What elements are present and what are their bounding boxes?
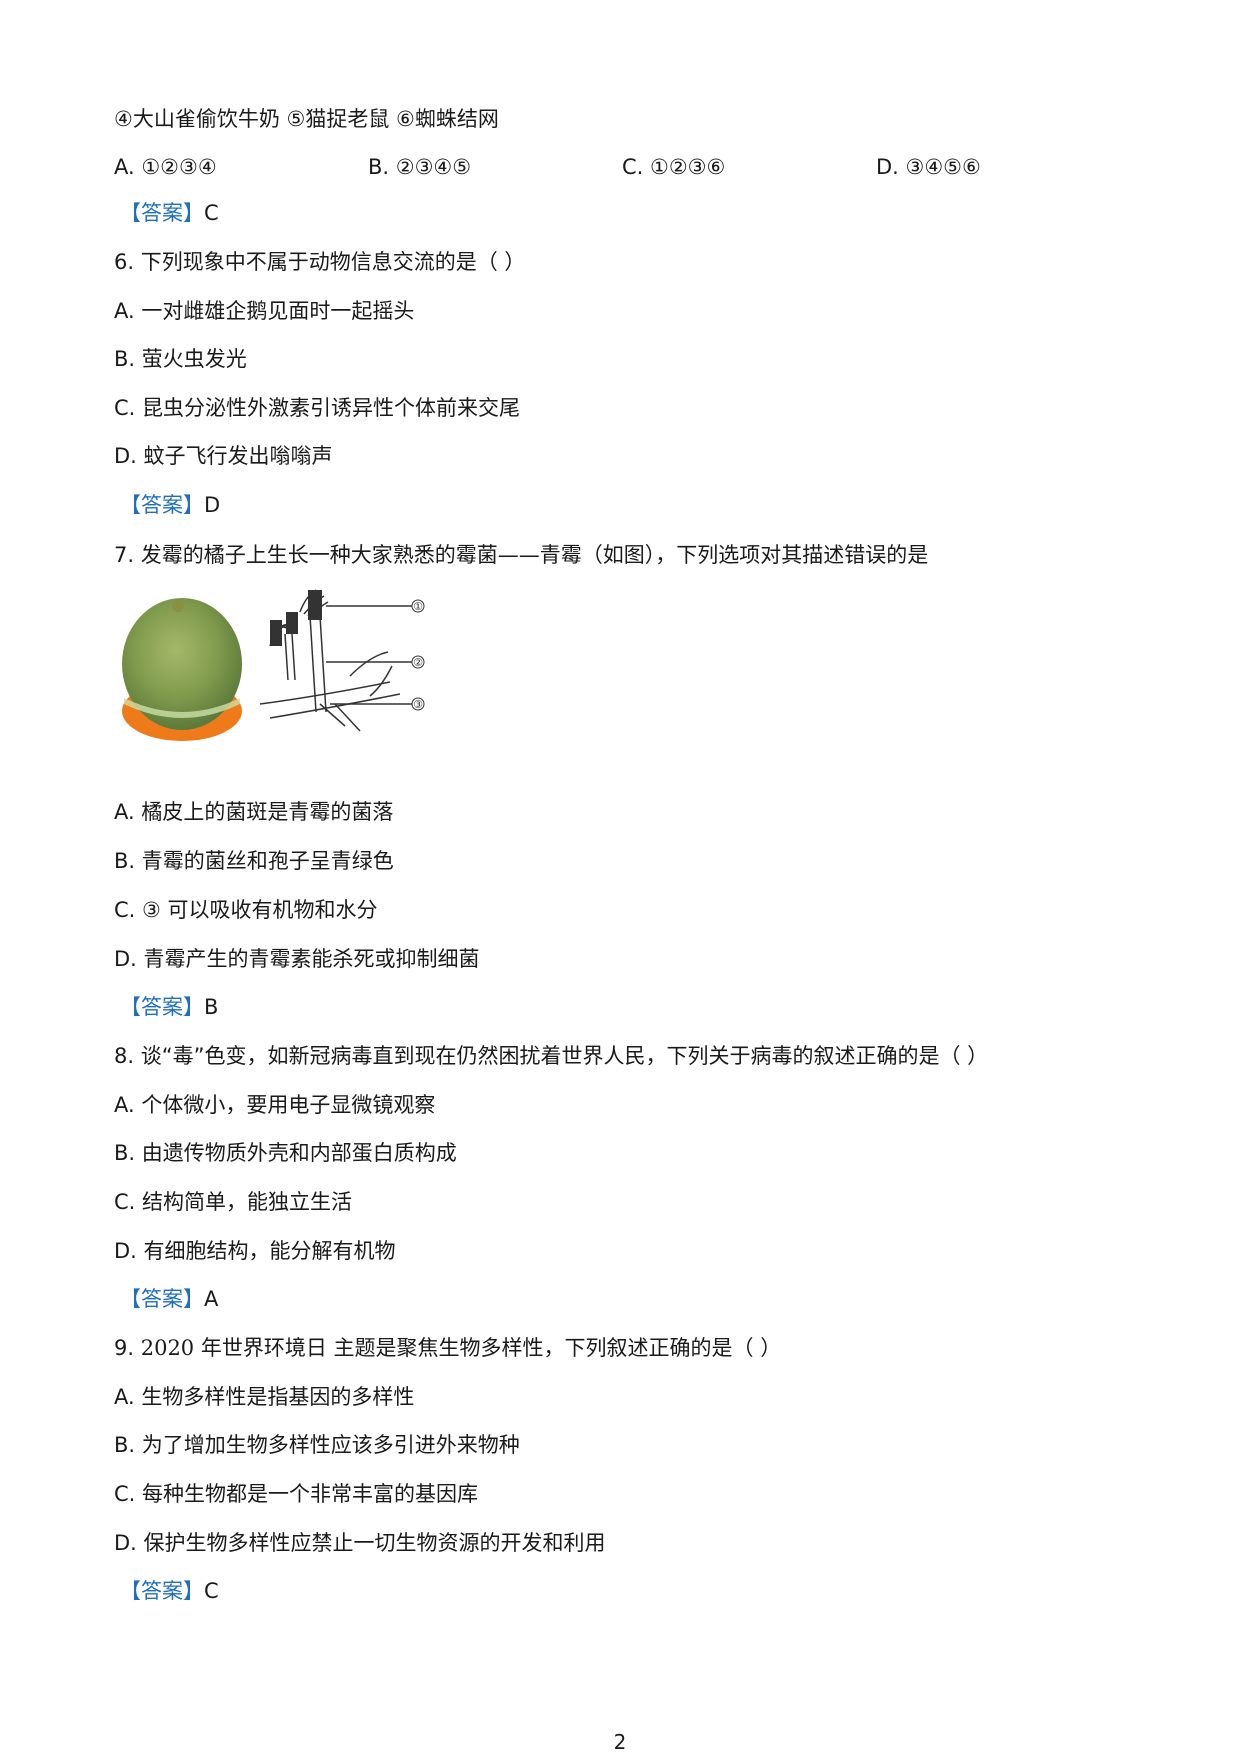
label-circle-2 [411,655,425,669]
q6-option-d: D. 蚊子飞行发出嗡嗡声 [114,444,333,468]
q8-option-c: C. 结构简单，能独立生活 [114,1190,353,1214]
label-3: ③ [413,698,423,711]
q9-option-d: D. 保护生物多样性应禁止一切生物资源的开发和利用 [114,1531,606,1555]
answer-value: C [204,1579,219,1603]
q6-option-a: A. 一对雌雄企鹅见面时一起摇头 [114,299,415,323]
q9-stem-text: 年世界环境日 主题是聚焦生物多样性，下列叙述正确的是（ ） [194,1336,782,1360]
answer-label: 【答案】 [120,1287,204,1311]
page-number: 2 [613,1730,627,1754]
q6-option-b: B. 萤火虫发光 [114,347,247,371]
q7-option-c: C. ③ 可以吸收有机物和水分 [114,898,378,922]
answer-label: 【答案】 [120,201,204,225]
q5-option-d: D. ③④⑤⑥ [876,155,981,179]
label-circle-3 [411,697,425,711]
q7-option-d: D. 青霉产生的青霉素能杀死或抑制细菌 [114,947,480,971]
label-2: ② [413,656,423,669]
q6-stem: 6. 下列现象中不属于动物信息交流的是（ ） [114,250,526,274]
q9-option-a: A. 生物多样性是指基因的多样性 [114,1385,415,1409]
answer-value: C [204,201,219,225]
answer-value: A [204,1287,219,1311]
q9-year: 2020 [140,1336,195,1360]
q9-option-c: C. 每种生物都是一个非常丰富的基因库 [114,1482,479,1506]
penicillium-figure: ① ② ③ [122,589,425,741]
q5-option-a: A. ①②③④ [114,155,217,179]
conidia-cluster [308,590,322,620]
q9-number: 9. [114,1336,141,1360]
q5-answer: 【答案】C [120,200,219,226]
answer-value: B [204,995,219,1019]
q9-stem: 9. 2020 年世界环境日 主题是聚焦生物多样性，下列叙述正确的是（ ） [114,1335,781,1361]
q5-option-c: C. ①②③⑥ [622,155,726,179]
q8-answer: 【答案】A [120,1286,218,1312]
moldy-orange-image [122,598,242,741]
q7-option-b: B. 青霉的菌丝和孢子呈青绿色 [114,849,394,873]
q8-option-d: D. 有细胞结构，能分解有机物 [114,1239,396,1263]
q7-answer: 【答案】B [120,994,218,1020]
label-1: ① [413,600,423,613]
q8-option-b: B. 由遗传物质外壳和内部蛋白质构成 [114,1141,457,1165]
conidia-cluster [286,612,298,634]
conidia-cluster [270,620,282,646]
label-circle-1 [411,599,425,613]
q6-answer: 【答案】D [120,492,220,518]
q9-option-b: B. 为了增加生物多样性应该多引进外来物种 [114,1433,520,1457]
q7-option-a: A. 橘皮上的菌斑是青霉的菌落 [114,800,394,824]
q7-stem: 7. 发霉的橘子上生长一种大家熟悉的霉菌——青霉（如图），下列选项对其描述错误的… [114,543,929,567]
answer-label: 【答案】 [120,1579,204,1603]
q5-option-b: B. ②③④⑤ [368,155,472,179]
q8-stem: 8. 谈“毒”色变，如新冠病毒直到现在仍然困扰着世界人民，下列关于病毒的叙述正确… [114,1044,989,1068]
q6-option-c: C. 昆虫分泌性外激素引诱异性个体前来交尾 [114,396,521,420]
q5-items: ④大山雀偷饮牛奶 ⑤猫捉老鼠 ⑥蜘蛛结网 [114,107,499,131]
answer-value: D [204,493,221,517]
penicillium-structure-diagram [259,589,412,732]
q9-answer: 【答案】C [120,1578,219,1604]
answer-label: 【答案】 [120,493,204,517]
q8-option-a: A. 个体微小，要用电子显微镜观察 [114,1093,436,1117]
answer-label: 【答案】 [120,995,204,1019]
